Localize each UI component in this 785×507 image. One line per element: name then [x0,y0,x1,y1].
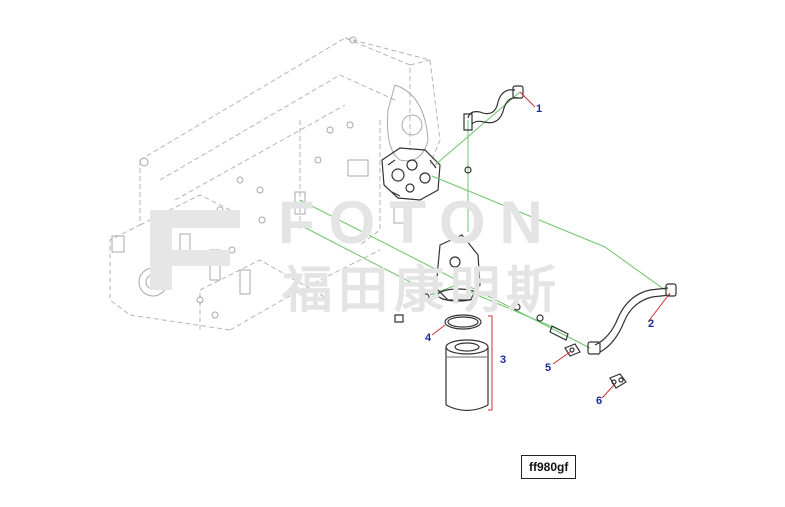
pipe-clip [609,373,627,389]
seal-ring [444,314,482,330]
drawing-code-label: ff980gf [521,455,577,479]
fuel-pipe-2 [513,283,677,355]
fuel-pump [381,147,441,201]
filter-head [394,234,481,323]
fuel-pipe-1 [463,85,524,209]
engine-block-outline [109,37,441,331]
callout-2: 2 [648,318,655,330]
fuel-filter-cartridge [445,339,489,412]
callout-leaders [431,91,671,411]
callout-6: 6 [596,395,603,407]
foton-logo-mark [150,210,240,290]
callout-5: 5 [545,362,552,374]
assembly-guide-lines [299,91,666,349]
callout-4: 4 [425,332,432,344]
callout-1: 1 [536,103,543,115]
callout-3: 3 [500,354,507,366]
